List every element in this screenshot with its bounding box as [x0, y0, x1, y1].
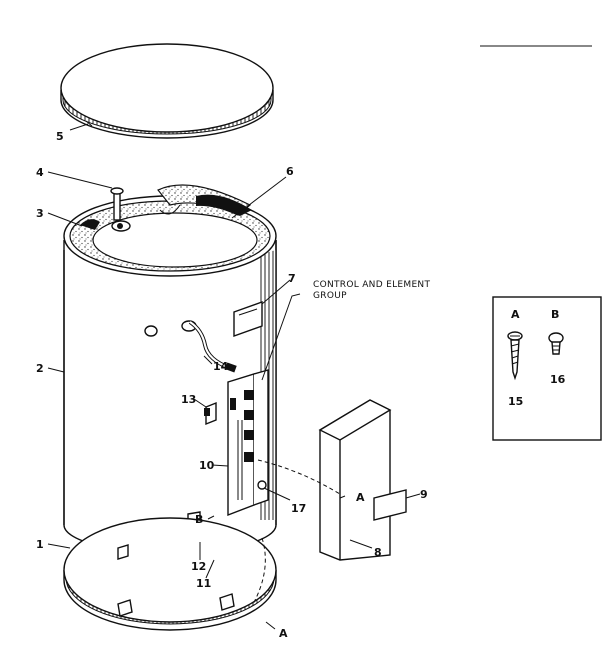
control-element-assembly — [227, 369, 269, 517]
hardware-inset — [492, 296, 602, 441]
anode-fitting — [110, 187, 131, 232]
callout-7: 7 — [288, 272, 296, 285]
rating-plate — [233, 301, 263, 337]
tank-opening-left — [144, 325, 158, 337]
callout-12: 12 — [191, 560, 206, 573]
callout-a-bottom: A — [279, 627, 288, 640]
inset-label-b: B — [551, 308, 559, 321]
thermostat-clip — [204, 401, 217, 426]
callout-11: 11 — [196, 577, 211, 590]
callout-14: 14 — [213, 360, 229, 373]
group-label-line1: CONTROL AND ELEMENT — [313, 280, 430, 290]
callout-1: 1 — [36, 538, 44, 551]
callout-6: 6 — [286, 165, 294, 178]
callout-3: 3 — [36, 207, 44, 220]
top-insulation — [63, 184, 277, 277]
inset-label-a: A — [511, 308, 520, 321]
panel-label — [373, 489, 407, 521]
group-label-line2: GROUP — [313, 291, 347, 301]
callout-17: 17 — [291, 502, 306, 515]
callout-4: 4 — [36, 166, 44, 179]
callout-a-panel: A — [356, 491, 365, 504]
callout-10: 10 — [199, 459, 215, 472]
callout-8: 8 — [374, 546, 382, 559]
callout-9: 9 — [420, 488, 428, 501]
callout-15: 15 — [508, 395, 523, 408]
callout-13: 13 — [181, 393, 196, 406]
callout-b-bracket: B — [195, 513, 203, 526]
callout-16: 16 — [550, 373, 566, 386]
screw-b — [548, 332, 564, 355]
top-cover — [60, 43, 274, 139]
callout-5: 5 — [56, 130, 64, 143]
callout-2: 2 — [36, 362, 44, 375]
access-panel — [318, 399, 392, 561]
base-pan — [63, 517, 277, 631]
leader-lines — [47, 120, 421, 630]
screw-a — [507, 331, 523, 381]
assembly-to-panel-dash — [257, 459, 341, 495]
